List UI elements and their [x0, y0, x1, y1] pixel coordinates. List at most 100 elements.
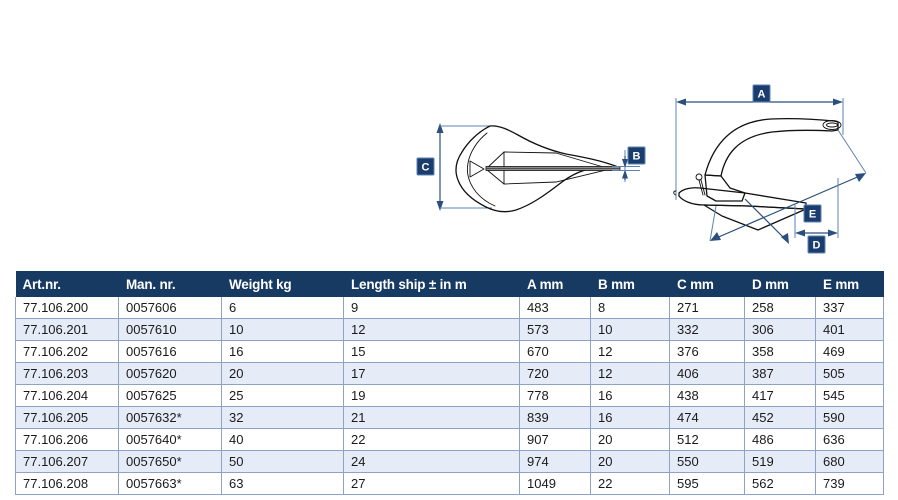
cell-art-nr: 77.106.205 [15, 406, 119, 429]
dimension-label-b: B [627, 146, 646, 165]
dimension-line-a [675, 98, 844, 200]
cell-art-nr: 77.106.200 [15, 297, 119, 319]
anchor-top-view: C B [416, 123, 646, 213]
cell-art-nr: 77.106.207 [15, 450, 119, 473]
cell-e-mm: 739 [815, 472, 884, 495]
dimension-label-e: E [803, 204, 822, 223]
cell-d-mm: 306 [744, 318, 816, 341]
column-header-d-mm: D mm [744, 271, 816, 297]
cell-man-nr: 0057663* [118, 472, 222, 495]
cell-a-mm: 573 [519, 318, 591, 341]
dimension-label-a: A [752, 84, 771, 103]
column-header-c-mm: C mm [669, 271, 745, 297]
cell-d-mm: 452 [744, 406, 816, 429]
cell-man-nr: 0057640* [118, 428, 222, 451]
cell-length-ship: 15 [343, 340, 520, 363]
cell-a-mm: 670 [519, 340, 591, 363]
cell-art-nr: 77.106.208 [15, 472, 119, 495]
table-header: Art.nr. Man. nr. Weight kg Length ship ±… [15, 271, 884, 297]
cell-c-mm: 550 [669, 450, 745, 473]
dimension-letter-d: D [813, 239, 821, 251]
table-row: 77.106.201 0057610 10 12 573 10 332 306 … [15, 318, 884, 341]
cell-e-mm: 545 [815, 384, 884, 407]
cell-b-mm: 20 [590, 428, 670, 451]
cell-man-nr: 0057650* [118, 450, 222, 473]
cell-d-mm: 417 [744, 384, 816, 407]
cell-a-mm: 907 [519, 428, 591, 451]
cell-e-mm: 337 [815, 297, 884, 319]
cell-a-mm: 720 [519, 362, 591, 385]
specification-table: Art.nr. Man. nr. Weight kg Length ship ±… [15, 271, 884, 495]
table-row: 77.106.207 0057650* 50 24 974 20 550 519… [15, 450, 884, 473]
technical-drawings-area: C B [416, 84, 867, 254]
cell-man-nr: 0057616 [118, 340, 222, 363]
table-row: 77.106.206 0057640* 40 22 907 20 512 486… [15, 428, 884, 451]
cell-art-nr: 77.106.201 [15, 318, 119, 341]
cell-a-mm: 778 [519, 384, 591, 407]
cell-a-mm: 839 [519, 406, 591, 429]
cell-length-ship: 21 [343, 406, 520, 429]
cell-c-mm: 474 [669, 406, 745, 429]
cell-weight: 40 [221, 428, 344, 451]
cell-man-nr: 0057632* [118, 406, 222, 429]
cell-b-mm: 12 [590, 362, 670, 385]
dimension-line-e [709, 129, 867, 242]
cell-weight: 63 [221, 472, 344, 495]
cell-length-ship: 27 [343, 472, 520, 495]
anchor-fluke-outline [455, 125, 619, 213]
cell-b-mm: 8 [590, 297, 670, 319]
cell-a-mm: 483 [519, 297, 591, 319]
cell-weight: 10 [221, 318, 344, 341]
table-row: 77.106.203 0057620 20 17 720 12 406 387 … [15, 362, 884, 385]
column-header-b-mm: B mm [590, 271, 670, 297]
dimension-line-d [794, 178, 839, 238]
cell-man-nr: 0057606 [118, 297, 222, 319]
cell-a-mm: 1049 [519, 472, 591, 495]
cell-weight: 32 [221, 406, 344, 429]
table-row: 77.106.204 0057625 25 19 778 16 438 417 … [15, 384, 884, 407]
dimension-label-c: C [416, 157, 435, 176]
cell-weight: 25 [221, 384, 344, 407]
cell-d-mm: 519 [744, 450, 816, 473]
dimension-letter-c: C [422, 161, 430, 173]
table-header-row: Art.nr. Man. nr. Weight kg Length ship ±… [15, 271, 884, 297]
cell-weight: 20 [221, 362, 344, 385]
anchor-side-view: A D E [673, 84, 867, 254]
column-header-a-mm: A mm [519, 271, 591, 297]
cell-d-mm: 562 [744, 472, 816, 495]
cell-e-mm: 636 [815, 428, 884, 451]
table-row: 77.106.205 0057632* 32 21 839 16 474 452… [15, 406, 884, 429]
cell-b-mm: 12 [590, 340, 670, 363]
cell-b-mm: 20 [590, 450, 670, 473]
cell-man-nr: 0057620 [118, 362, 222, 385]
cell-b-mm: 22 [590, 472, 670, 495]
cell-e-mm: 680 [815, 450, 884, 473]
cell-length-ship: 9 [343, 297, 520, 319]
cell-d-mm: 486 [744, 428, 816, 451]
cell-length-ship: 17 [343, 362, 520, 385]
cell-c-mm: 332 [669, 318, 745, 341]
table-row: 77.106.202 0057616 16 15 670 12 376 358 … [15, 340, 884, 363]
cell-length-ship: 19 [343, 384, 520, 407]
cell-c-mm: 406 [669, 362, 745, 385]
cell-e-mm: 590 [815, 406, 884, 429]
column-header-weight: Weight kg [221, 271, 344, 297]
dimension-leader-fluke [744, 198, 789, 244]
dimension-line-c [436, 123, 492, 211]
cell-c-mm: 271 [669, 297, 745, 319]
cell-art-nr: 77.106.203 [15, 362, 119, 385]
cell-length-ship: 22 [343, 428, 520, 451]
cell-length-ship: 24 [343, 450, 520, 473]
cell-art-nr: 77.106.202 [15, 340, 119, 363]
column-header-length-ship: Length ship ± in m [343, 271, 520, 297]
cell-d-mm: 258 [744, 297, 816, 319]
dimension-label-d: D [807, 235, 826, 254]
cell-weight: 6 [221, 297, 344, 319]
cell-art-nr: 77.106.206 [15, 428, 119, 451]
specification-table-container: Art.nr. Man. nr. Weight kg Length ship ±… [15, 271, 884, 495]
cell-b-mm: 16 [590, 406, 670, 429]
cell-c-mm: 595 [669, 472, 745, 495]
dimension-letter-e: E [809, 208, 816, 220]
table-row: 77.106.208 0057663* 63 27 1049 22 595 56… [15, 472, 884, 495]
cell-e-mm: 469 [815, 340, 884, 363]
